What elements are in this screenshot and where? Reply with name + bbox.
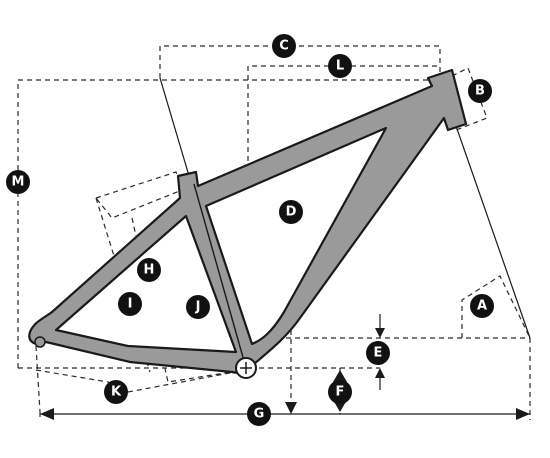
badge-a: A xyxy=(470,294,494,318)
label-l: L xyxy=(336,59,344,74)
front-triangle-void xyxy=(204,126,388,346)
badge-l: L xyxy=(328,54,352,78)
label-e: E xyxy=(374,346,383,361)
label-d: D xyxy=(286,205,297,220)
label-f: F xyxy=(336,385,345,400)
badge-i: I xyxy=(118,292,142,316)
label-a: A xyxy=(477,299,487,314)
rear-dropout xyxy=(34,336,46,348)
rear-triangle-void xyxy=(54,214,238,354)
label-c: C xyxy=(279,39,289,54)
badge-c: C xyxy=(272,34,296,58)
label-i: I xyxy=(128,297,133,312)
label-m: M xyxy=(12,175,25,190)
badge-m: M xyxy=(6,170,30,194)
label-k: K xyxy=(111,385,122,400)
bike-frame xyxy=(28,68,468,379)
label-b: B xyxy=(475,84,485,99)
badge-j: J xyxy=(186,295,210,319)
badge-g: G xyxy=(247,402,271,426)
label-j: J xyxy=(195,300,201,315)
badge-b: B xyxy=(468,79,492,103)
badge-e: E xyxy=(366,341,390,365)
label-g: G xyxy=(254,407,265,422)
badge-d: D xyxy=(279,200,303,224)
badge-h: H xyxy=(137,258,161,282)
badge-k: K xyxy=(104,380,128,404)
label-badges: C L B M D H I J xyxy=(6,34,494,426)
badge-f: F xyxy=(328,380,352,404)
label-h: H xyxy=(144,263,155,278)
